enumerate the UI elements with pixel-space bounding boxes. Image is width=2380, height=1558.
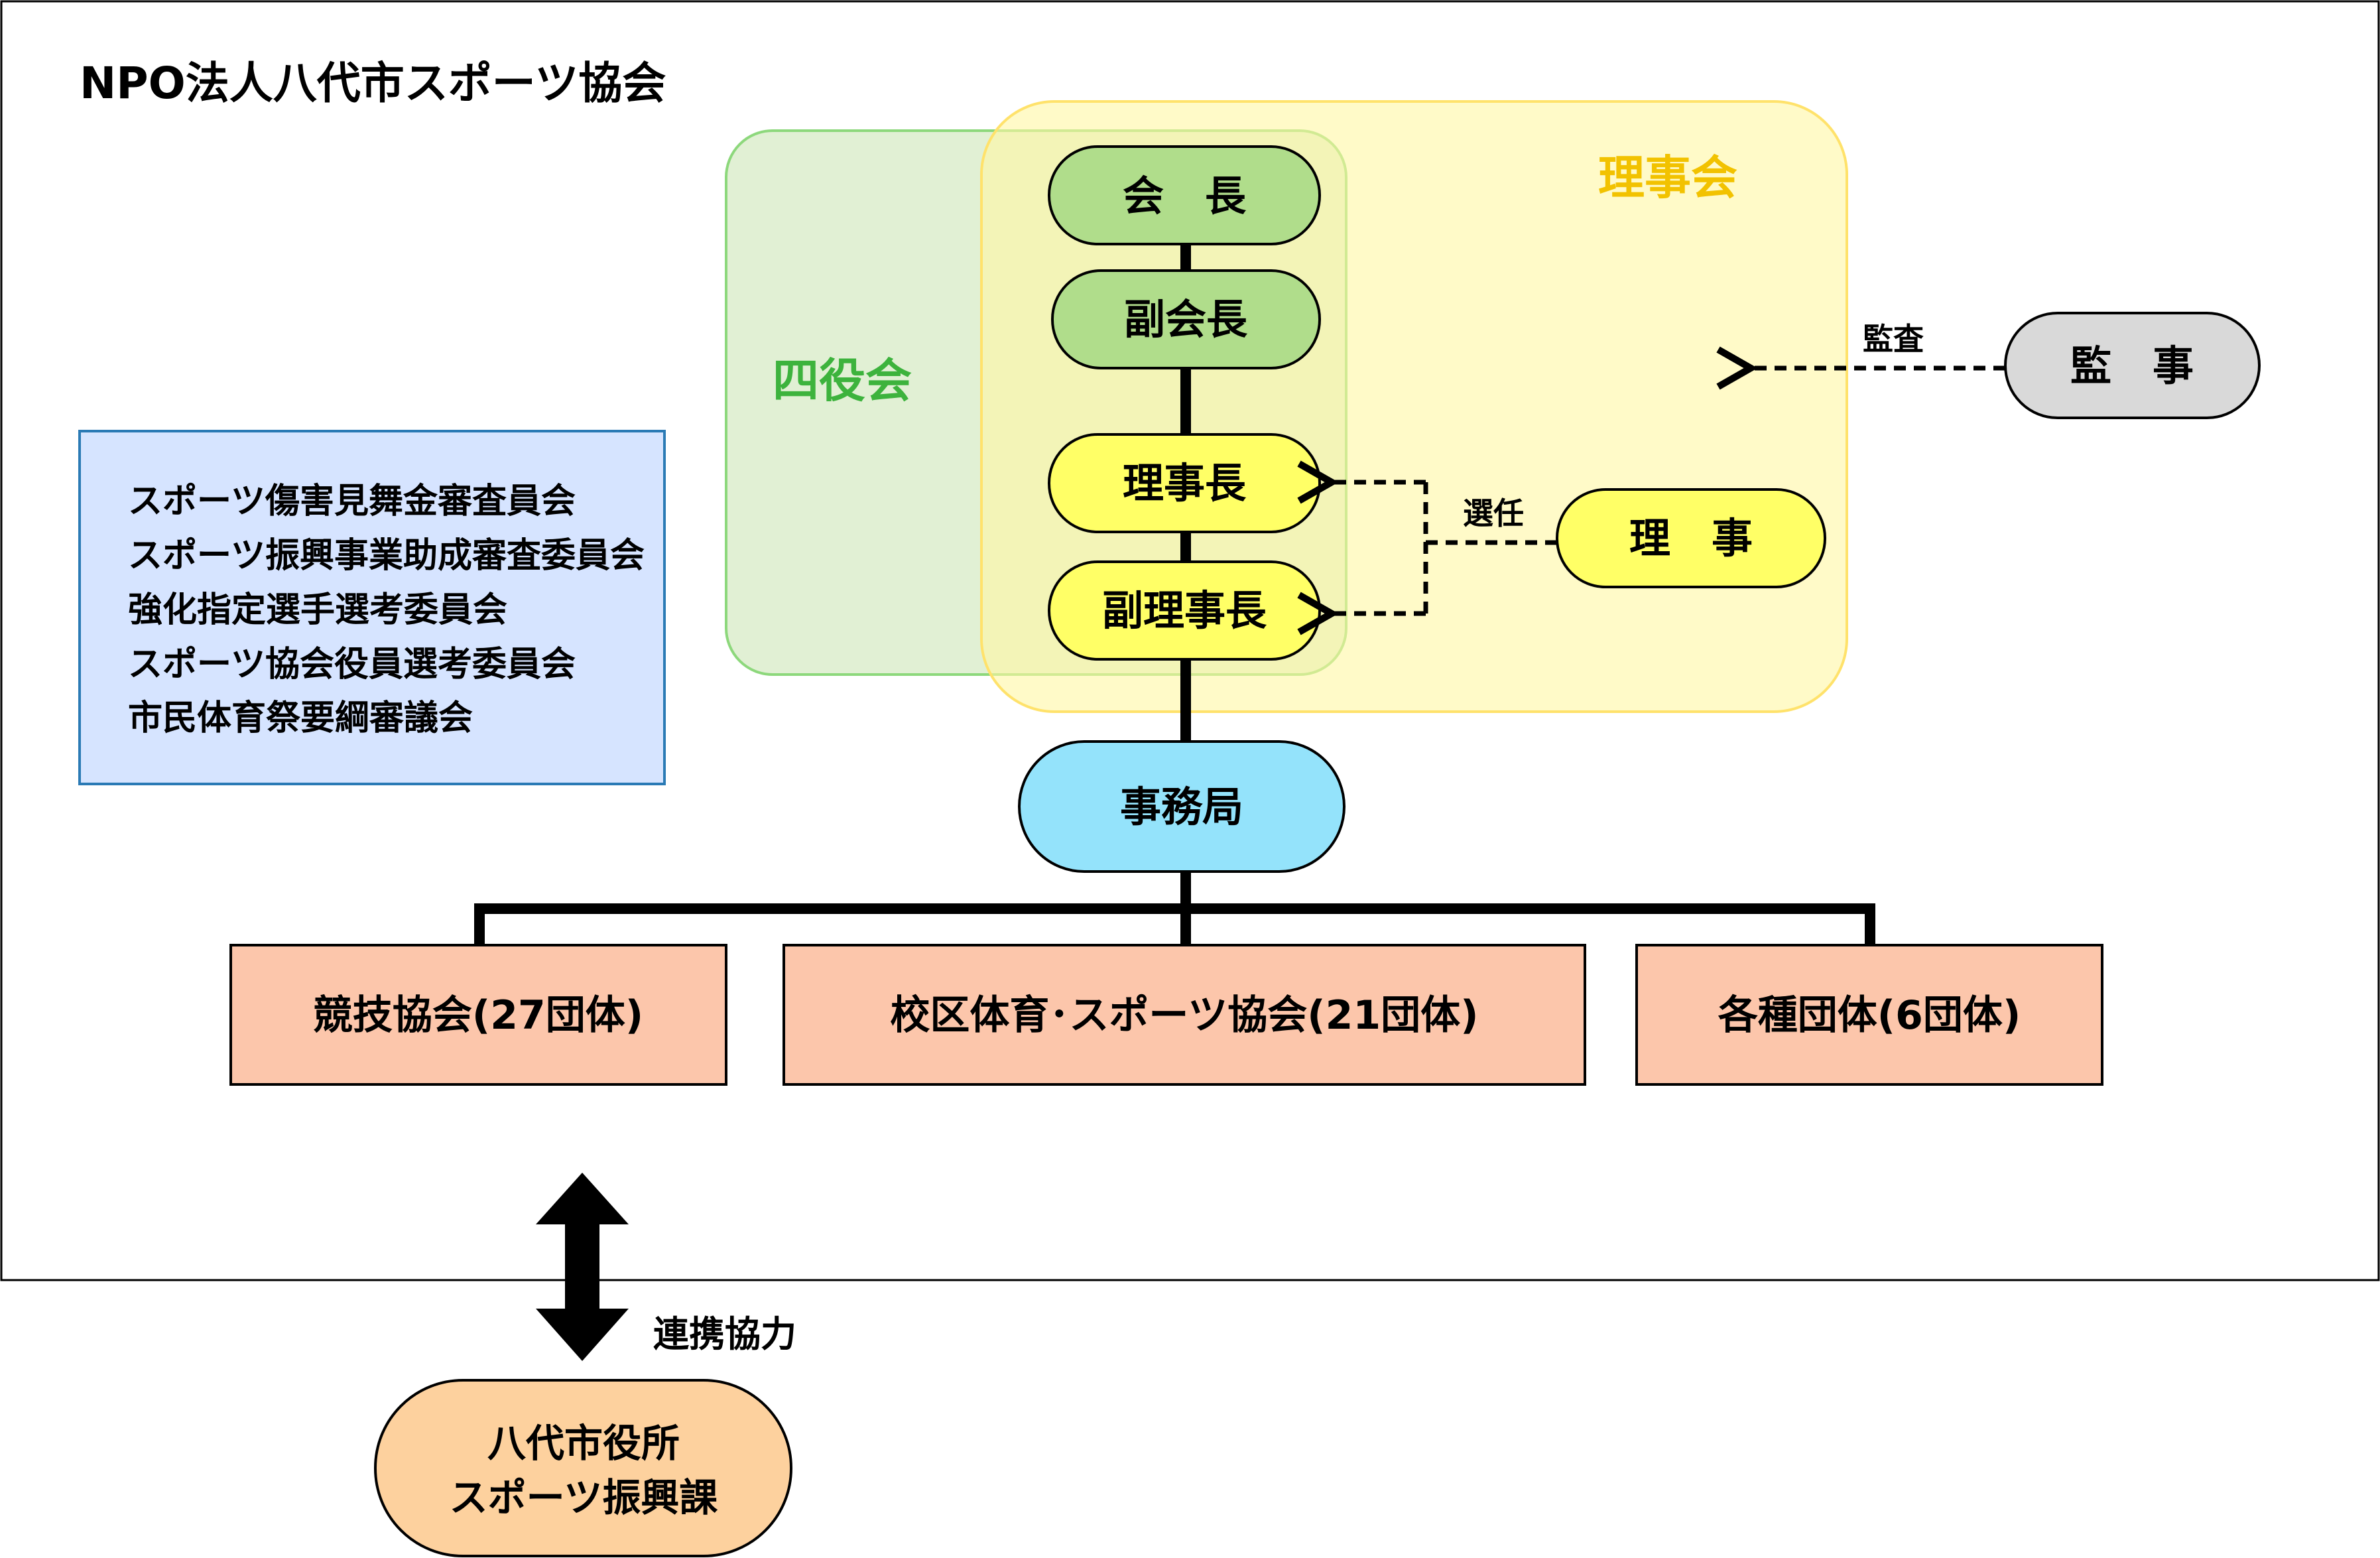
committee-item: スポーツ協会役員選考委員会: [128, 645, 576, 684]
edge-label-renkei: 連携協力: [653, 1313, 796, 1355]
committee-item: スポーツ傷害見舞金審査員会: [128, 482, 576, 521]
node-kanji: [2004, 312, 2261, 419]
committees-box: [78, 430, 666, 785]
org-kakushu-label: 各種団体(6団体): [1718, 992, 2021, 1039]
org-kyogi: [229, 944, 727, 1086]
edge-label-kansa: 監査: [1863, 321, 1924, 357]
node-city-office-line1: 八代市役所: [487, 1421, 680, 1466]
node-fukukaicho: [1051, 269, 1321, 369]
edge-label-senin: 選任: [1463, 495, 1524, 531]
committee-item: スポーツ振興事業助成審査委員会: [128, 536, 645, 576]
group-label-yonyakukai: 四役会: [773, 354, 912, 408]
node-city-office: [374, 1379, 792, 1557]
org-koku-label: 校区体育･スポーツ協会(21団体): [890, 992, 1478, 1039]
node-jimukyoku: [1018, 740, 1346, 873]
renkei-double-arrow: [536, 1173, 629, 1361]
org-kyogi-label: 競技協会(27団体): [313, 992, 643, 1039]
group-label-rijikai: 理事会: [1598, 151, 1737, 205]
committee-item: 強化指定選手選考委員会: [128, 590, 507, 630]
org-kakushu: [1635, 944, 2103, 1086]
org-bus: [474, 903, 1875, 945]
node-riji: [1556, 488, 1826, 588]
node-kaicho: [1048, 145, 1321, 245]
node-fukukaicho-label: 副会長: [1124, 295, 1248, 344]
node-fukurijicho-label: 副理事長: [1102, 586, 1267, 635]
senin-connector: [1297, 460, 1557, 635]
page-title: NPO法人八代市スポーツ協会: [80, 58, 666, 109]
org-koku: [783, 944, 1586, 1086]
node-kaicho-label: 会 長: [1123, 172, 1247, 220]
node-jimukyoku-label: 事務局: [1120, 783, 1243, 831]
node-rijicho-label: 理事長: [1123, 459, 1247, 507]
node-riji-label: 理 事: [1629, 514, 1753, 562]
node-city-office-line2: スポーツ振興課: [450, 1475, 718, 1520]
committee-item: 市民体育祭要綱審議会: [128, 698, 473, 738]
node-kanji-label: 監 事: [2070, 342, 2194, 390]
